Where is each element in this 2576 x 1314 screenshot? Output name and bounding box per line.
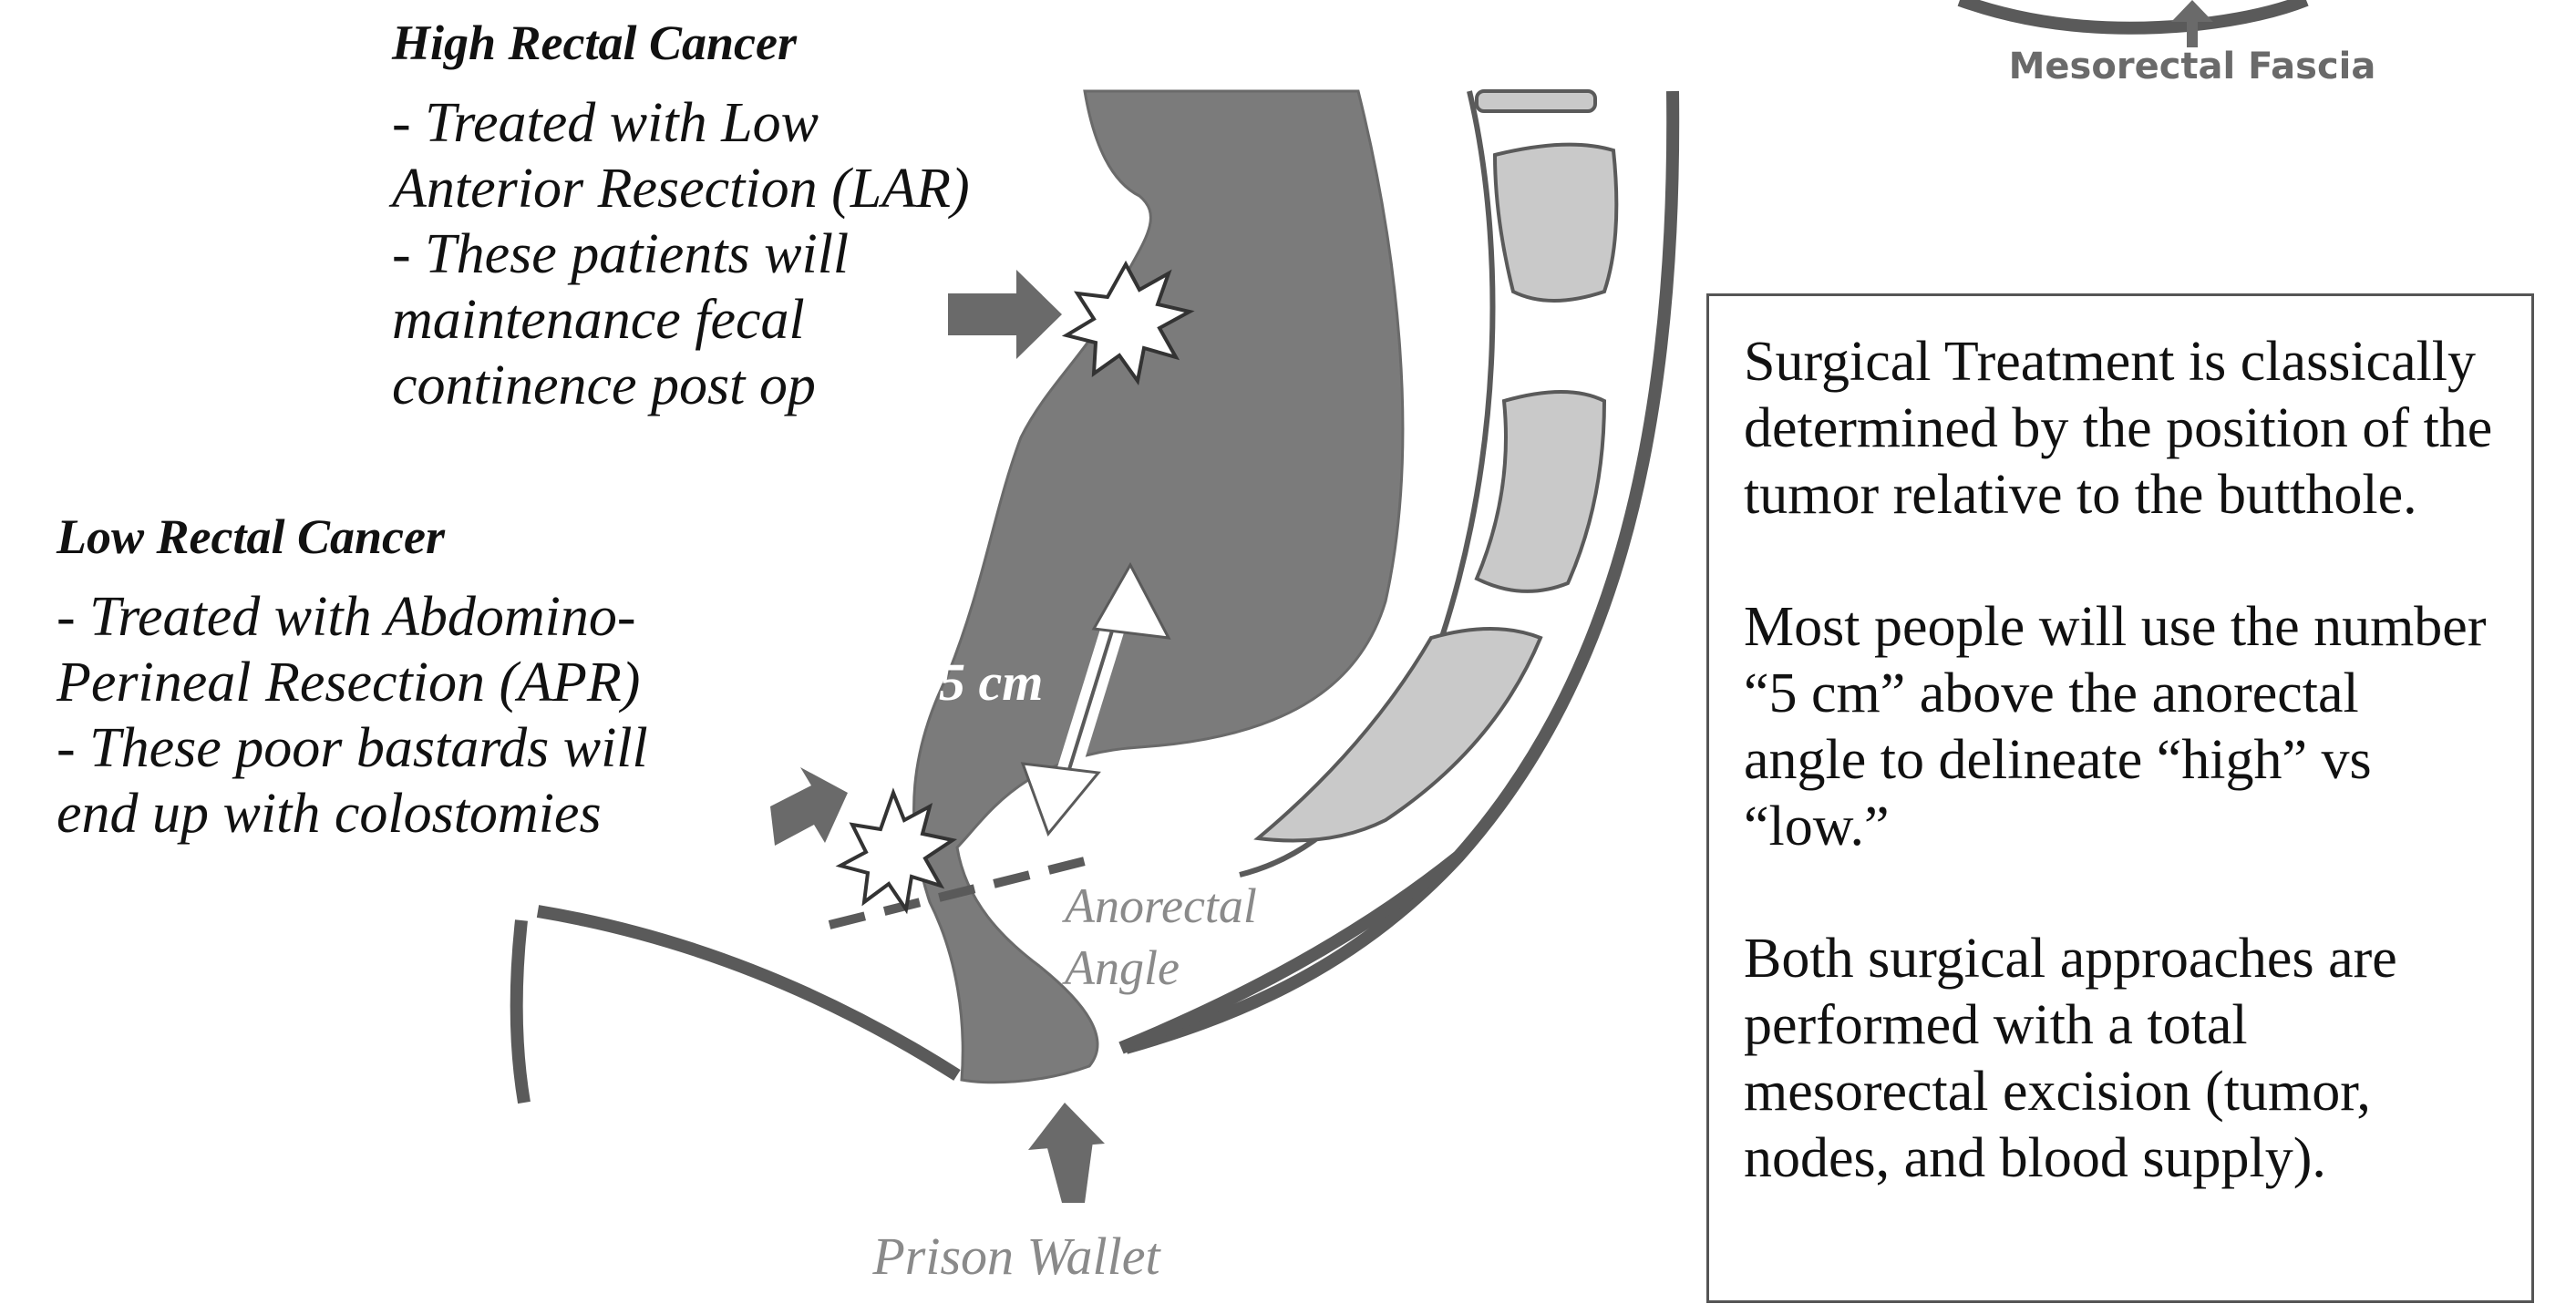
- vertebra-2: [1492, 142, 1619, 303]
- summary-paragraph: Surgical Treatment is classically determ…: [1744, 331, 2493, 526]
- anorectal-dashed-line: [828, 857, 1087, 929]
- high-rectal-cancer-title: High Rectal Cancer: [392, 15, 797, 70]
- low-rectal-line: - These poor bastards will: [57, 717, 648, 780]
- high-rectal-line: maintenance fecal: [392, 289, 805, 352]
- high-tumor-arrow: [948, 270, 1062, 359]
- high-rectal-line: Anterior Resection (LAR): [392, 158, 970, 221]
- low-tumor-arrow: [770, 767, 848, 846]
- summary-box: Surgical Treatment is classically determ…: [1706, 293, 2534, 1303]
- prison-wallet-arrow: [1028, 1103, 1105, 1203]
- low-rectal-line: end up with colostomies: [57, 783, 602, 846]
- anorectal-angle-label-line1: Anorectal: [1062, 878, 1257, 933]
- vertebra-3: [1474, 390, 1607, 593]
- distance-label: 5 cm: [939, 652, 1043, 712]
- mesorectal-fascia-label: Mesorectal Fascia: [2009, 46, 2376, 87]
- vertebrae: [1253, 89, 1619, 843]
- high-rectal-line: continence post op: [392, 354, 816, 417]
- low-rectal-cancer-note: Low Rectal Cancer - Treated with Abdomin…: [57, 509, 749, 847]
- pelvic-floor-left-vertical: [510, 919, 531, 1104]
- vertebra-4: [1253, 627, 1543, 843]
- high-rectal-line: - These patients will: [392, 223, 850, 286]
- fascia-arrow: [2171, 0, 2213, 47]
- distance-arrow: [1020, 561, 1171, 837]
- vertebra-1: [1475, 89, 1597, 113]
- summary-paragraph: Most people will use the number “5 cm” a…: [1744, 596, 2487, 857]
- sacrum-line: [1124, 90, 1680, 1054]
- high-rectal-line: - Treated with Low: [392, 92, 819, 155]
- low-rectal-cancer-title: Low Rectal Cancer: [57, 509, 445, 564]
- rectum-shape: [912, 89, 1405, 1084]
- mesorectal-fascia-arc: [1957, 0, 2309, 35]
- pelvic-floor-right: [1118, 851, 1463, 1054]
- low-rectal-line: - Treated with Abdomino-: [57, 586, 636, 649]
- low-tumor-icon: [835, 787, 958, 915]
- high-tumor-icon: [1061, 260, 1195, 385]
- prison-wallet-label: Prison Wallet: [871, 1227, 1161, 1286]
- low-rectal-line: Perineal Resection (APR): [57, 652, 641, 714]
- anorectal-angle-label-line2: Angle: [1062, 940, 1180, 995]
- pelvic-floor-left: [536, 905, 961, 1081]
- high-rectal-cancer-note: High Rectal Cancer - Treated with Low An…: [392, 15, 1048, 418]
- summary-paragraph: Both surgical approaches are performed w…: [1744, 928, 2397, 1189]
